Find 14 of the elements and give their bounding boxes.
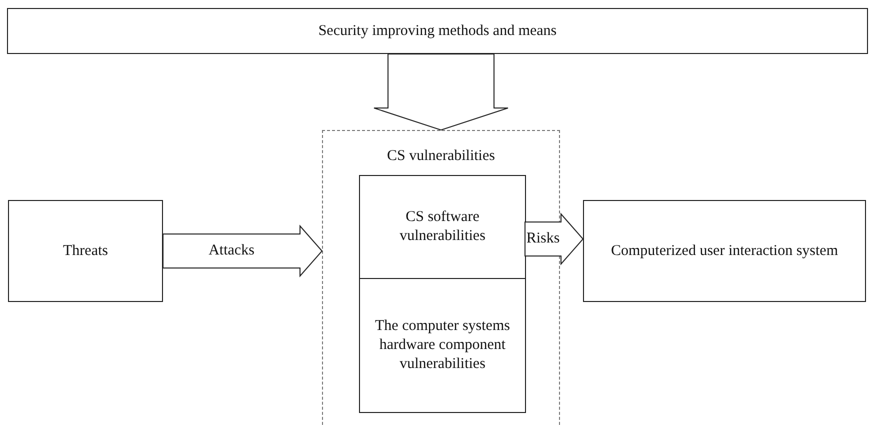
process-box bbox=[359, 279, 526, 413]
box-label: Security improving methods and means bbox=[318, 22, 557, 40]
container-title: CS vulnerabilities bbox=[387, 147, 495, 166]
box-label: CS software vulnerabilities bbox=[398, 208, 486, 246]
process-box bbox=[359, 175, 526, 279]
block-arrow bbox=[162, 224, 323, 278]
box-label: Threats bbox=[63, 242, 108, 260]
dashed-container bbox=[322, 130, 560, 425]
process-box bbox=[583, 200, 866, 302]
box-label: The computer systems hardware component vulnerabilities bbox=[374, 317, 511, 374]
box-label: Computerized user interaction system bbox=[610, 242, 838, 260]
block-arrow bbox=[374, 54, 508, 131]
process-box bbox=[8, 200, 163, 302]
process-box bbox=[7, 8, 868, 54]
